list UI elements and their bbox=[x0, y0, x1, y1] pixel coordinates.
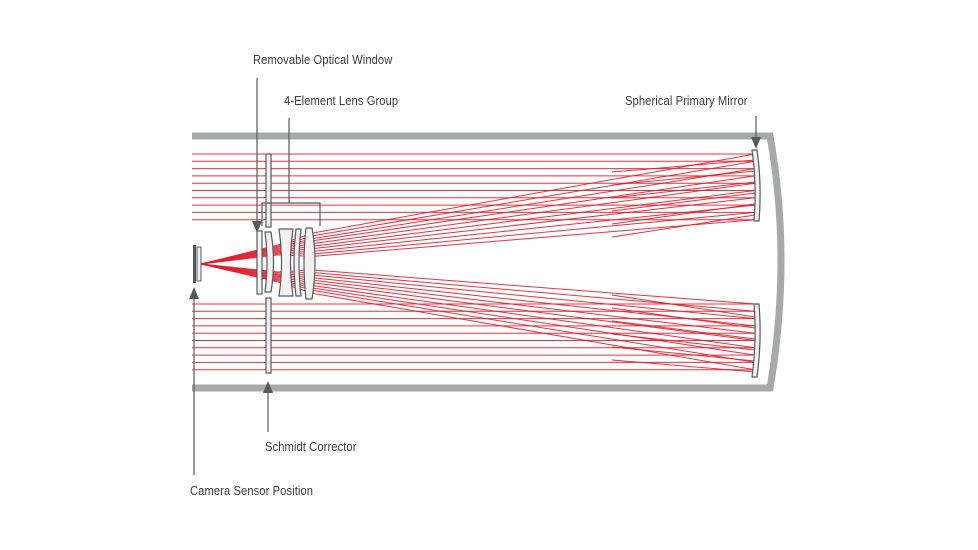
reflected-ray bbox=[611, 203, 756, 225]
lens-element-3 bbox=[293, 228, 302, 297]
lens-group-bracket bbox=[261, 118, 321, 226]
reflected-ray bbox=[611, 294, 756, 318]
camera-sensor bbox=[193, 245, 202, 283]
light-rays bbox=[192, 153, 756, 373]
mirror-callout-arrow bbox=[751, 116, 761, 149]
primary-mirror-upper bbox=[751, 149, 761, 222]
lens-group-label: 4-Element Lens Group bbox=[284, 93, 399, 108]
schmidt-callout-arrow bbox=[263, 381, 273, 432]
reflected-ray bbox=[611, 170, 756, 186]
window-callout-arrow bbox=[252, 78, 262, 233]
schmidt-corrector-label: Schmidt Corrector bbox=[265, 439, 357, 454]
spherical-primary-mirror bbox=[751, 149, 761, 378]
primary-mirror-lower bbox=[751, 303, 761, 378]
reflected-ray bbox=[611, 159, 756, 173]
reflected-ray bbox=[611, 192, 756, 212]
schmidt-corrector bbox=[265, 153, 272, 374]
reflected-ray bbox=[611, 333, 756, 351]
camera-sensor-plate bbox=[193, 245, 196, 283]
lens-element-2 bbox=[278, 228, 294, 297]
camera-sensor-filter bbox=[196, 246, 202, 282]
lens-element-1 bbox=[264, 231, 275, 293]
sensor-callout-arrow bbox=[189, 287, 199, 475]
primary-mirror-label: Spherical Primary Mirror bbox=[625, 93, 748, 108]
schmidt-corrector-lower bbox=[265, 297, 272, 374]
schmidt-corrector-upper bbox=[265, 153, 272, 228]
four-element-lens-group bbox=[264, 227, 316, 300]
lens-element-4 bbox=[303, 227, 316, 300]
reflected-ray bbox=[611, 320, 756, 340]
callout-arrows bbox=[189, 78, 761, 475]
reflected-ray bbox=[611, 181, 756, 199]
reflected-ray bbox=[611, 214, 756, 238]
reflected-ray bbox=[611, 359, 756, 373]
telescope-tube bbox=[192, 132, 785, 392]
camera-sensor-label: Camera Sensor Position bbox=[190, 483, 314, 498]
removable-optical-window-label: Removable Optical Window bbox=[253, 52, 393, 67]
reflected-ray bbox=[611, 346, 756, 362]
reflected-ray bbox=[611, 307, 756, 329]
removable-optical-window bbox=[256, 230, 263, 295]
